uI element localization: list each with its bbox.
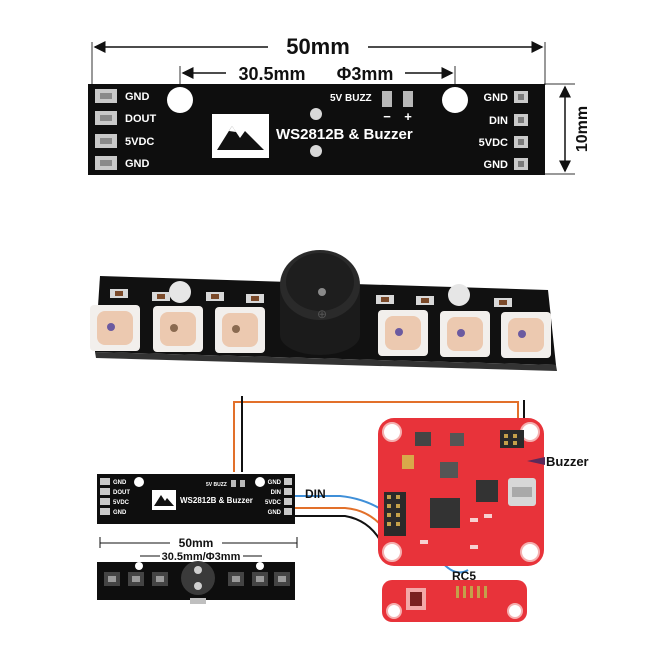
led-4	[378, 310, 428, 356]
dimension-height: 10mm	[544, 83, 591, 175]
hole-spacing-label: 30.5mm	[238, 64, 305, 84]
svg-text:GND: GND	[113, 510, 127, 516]
pad-plus	[403, 91, 413, 107]
dimension-length: 50mm	[91, 34, 546, 85]
mount-hole-left	[167, 87, 193, 113]
led-1	[90, 305, 140, 351]
right-pin-2: DIN	[489, 115, 508, 127]
small-dimension: 50mm 30.5mm/Φ3mm	[99, 536, 298, 563]
flight-controller	[378, 418, 544, 566]
right-pads	[514, 91, 528, 170]
svg-text:GND: GND	[113, 480, 127, 486]
pad-minus	[382, 91, 392, 107]
wire-orange-buzz	[233, 401, 519, 472]
buzzer-arrow-icon	[527, 457, 545, 465]
dimension-hole-spacing: 30.5mm Φ3mm	[179, 64, 456, 92]
plus-label: +	[404, 109, 412, 124]
svg-text:GND: GND	[268, 510, 282, 516]
led-row	[90, 305, 551, 358]
svg-text:DOUT: DOUT	[113, 490, 130, 496]
front-board: ⊕	[90, 250, 557, 371]
left-pin-2: DOUT	[125, 113, 156, 125]
mountain-logo-icon	[212, 114, 269, 158]
buzzer-label: Buzzer	[546, 454, 589, 469]
front-hole-right	[448, 284, 470, 306]
mcu-chip	[430, 498, 460, 528]
board-title: WS2812B & Buzzer	[276, 126, 413, 143]
hole-diameter-label: Φ3mm	[337, 64, 394, 84]
buzzer-contact-top	[310, 108, 322, 120]
mount-hole-right	[442, 87, 468, 113]
pcb-back	[88, 84, 545, 175]
small-hole-label: 30.5mm/Φ3mm	[162, 551, 241, 563]
right-pin-1: GND	[484, 92, 509, 104]
svg-text:DIN: DIN	[271, 490, 281, 496]
left-pads	[95, 89, 117, 170]
height-label: 10mm	[574, 106, 591, 152]
small-board-title: WS2812B & Buzzer	[180, 496, 253, 505]
led-5	[440, 311, 490, 357]
small-board-back: GND DOUT 5VDC GND GND DIN 5VDC GND WS281…	[97, 474, 295, 524]
small-buzzer-icon	[181, 561, 215, 595]
svg-text:5VDC: 5VDC	[265, 500, 282, 506]
buzzer-icon: ⊕	[280, 250, 360, 355]
right-pin-3: 5VDC	[479, 137, 508, 149]
small-buzz-label: 5V BUZZ	[206, 482, 227, 488]
top-board: GND DOUT 5VDC GND GND DIN 5VDC GND WS281…	[88, 84, 545, 175]
led-3	[215, 307, 265, 353]
small-board-front	[97, 561, 295, 604]
svg-text:5VDC: 5VDC	[113, 500, 130, 506]
rc-receiver-board	[382, 580, 527, 622]
small-length-label: 50mm	[179, 536, 214, 550]
length-label: 50mm	[286, 34, 350, 59]
front-hole-left	[169, 281, 191, 303]
left-pin-1: GND	[125, 91, 150, 103]
left-pin-4: GND	[125, 158, 150, 170]
din-label: DIN	[305, 487, 326, 501]
svg-text:GND: GND	[268, 480, 282, 486]
right-pin-4: GND	[484, 159, 509, 171]
buzzer-contact-bottom	[310, 145, 322, 157]
led-6	[501, 312, 551, 358]
minus-label: −	[383, 109, 391, 124]
svg-text:⊕: ⊕	[317, 307, 327, 321]
rc5-label: RC5	[452, 569, 476, 583]
left-pin-3: 5VDC	[125, 136, 154, 148]
buzz-label: 5V BUZZ	[330, 93, 372, 104]
led-2	[153, 306, 203, 352]
